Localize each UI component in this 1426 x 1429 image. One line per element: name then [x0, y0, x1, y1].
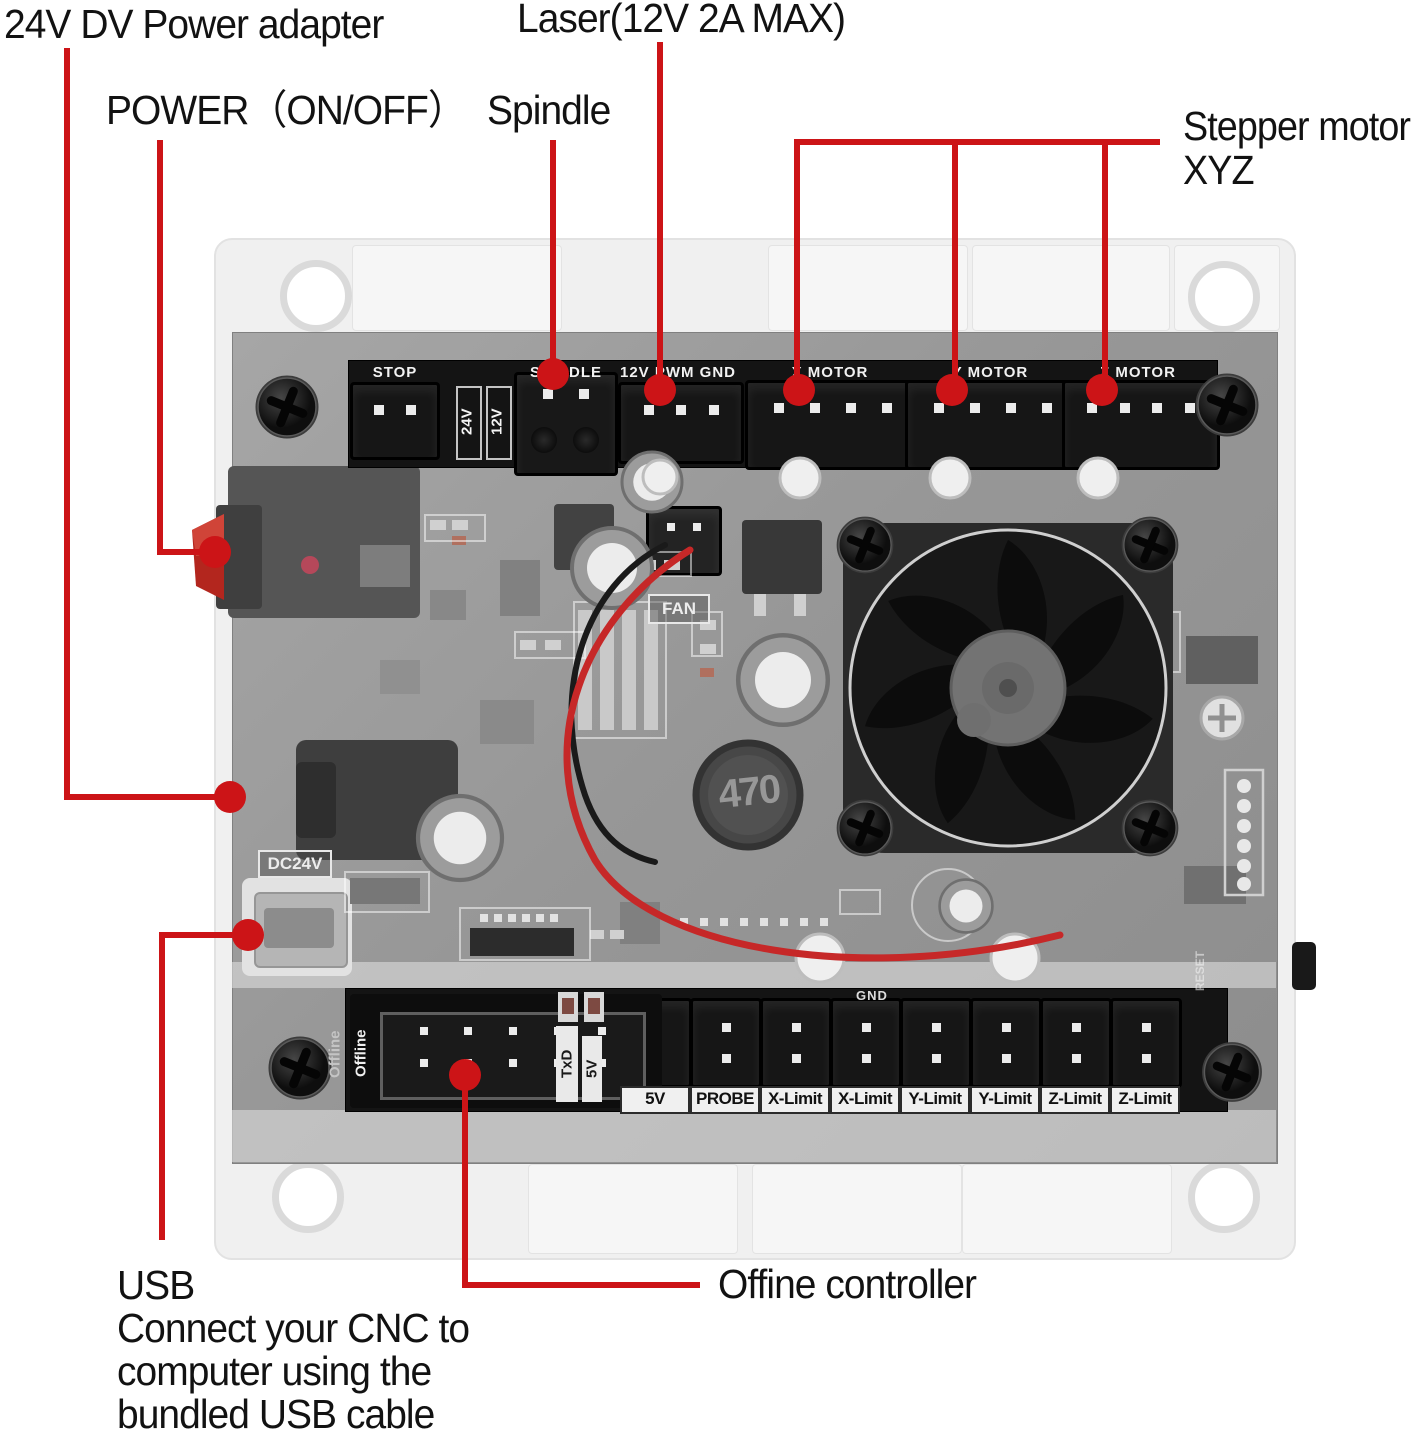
case-corner-hole — [1188, 261, 1260, 333]
connector-pins — [748, 403, 918, 413]
y-limit-connector — [970, 998, 1042, 1088]
connector-pins — [763, 1001, 829, 1085]
spindle-annotation: Spindle — [487, 87, 611, 133]
x-limit-connector — [760, 998, 832, 1088]
stepper-callout-line-x — [794, 139, 1160, 386]
case-tab — [528, 1164, 738, 1254]
case-ridge — [232, 1110, 1276, 1162]
x-motor-callout-dot — [783, 374, 815, 406]
connector-pins — [903, 1001, 969, 1085]
usb-annotation-line2: Connect your CNC to — [117, 1305, 470, 1351]
power-adapter-callout-line — [64, 48, 222, 800]
stop-connector — [350, 382, 440, 460]
txd-led — [558, 992, 578, 1022]
connector-pins — [649, 523, 719, 531]
header-footprint — [1223, 768, 1265, 897]
case-ridge — [232, 962, 1276, 988]
fan-connector — [646, 506, 722, 576]
power-switch-callout-line — [157, 140, 205, 555]
y-motor-connector — [905, 380, 1081, 470]
usb-port-slot — [264, 908, 334, 948]
connector-pins — [908, 403, 1078, 413]
fan-silk-label: FAN — [648, 594, 710, 624]
case-tab — [972, 245, 1170, 331]
terminal-screw — [531, 427, 557, 453]
case-corner-hole — [1188, 1161, 1260, 1233]
inductor-470 — [692, 739, 804, 851]
connector-pins — [1043, 1001, 1109, 1085]
usb-annotation-line1: USB — [117, 1262, 195, 1308]
usb-annotation-line4: bundled USB cable — [117, 1391, 435, 1429]
y-motor-callout-dot — [936, 374, 968, 406]
y-motor-label: Y MOTOR — [951, 364, 1029, 381]
stepper-annotation: Stepper motor XYZ — [1183, 103, 1411, 193]
connector-pins — [833, 1001, 899, 1085]
cooling-fan — [838, 518, 1177, 855]
fan-wires — [563, 542, 1064, 962]
z-limit-plate: Z-Limit — [1110, 1086, 1180, 1114]
x-motor-label: X MOTOR — [791, 364, 869, 381]
case-corner-hole — [280, 260, 352, 332]
y-limit-connector — [900, 998, 972, 1088]
trimpot — [1199, 695, 1245, 741]
case-tab — [768, 245, 968, 331]
spindle-callout-dot — [537, 358, 569, 390]
power-adapter-callout-dot — [214, 781, 246, 813]
offline-callout-line — [462, 1080, 700, 1288]
laser-header-label: 12V PWM GND — [619, 364, 736, 381]
connector-pins — [353, 405, 437, 415]
5v-led — [584, 992, 604, 1022]
usb-callout-dot — [232, 919, 264, 951]
power-switch-annotation: POWER（ON/OFF） — [106, 87, 467, 133]
x-limit-plate: X-Limit — [760, 1086, 830, 1114]
connector-pins — [621, 405, 741, 415]
connector-pins — [693, 1001, 759, 1085]
offline-annotation: Offine controller — [718, 1261, 977, 1307]
stop-label: STOP — [372, 364, 418, 381]
dc-barrel-jack-face — [296, 762, 336, 838]
y-limit-plate: Y-Limit — [970, 1086, 1040, 1114]
connector-pins — [1065, 403, 1217, 413]
z-motor-callout-dot — [1086, 374, 1118, 406]
5v-plate: 5V — [620, 1086, 690, 1114]
usb-annotation-line3: computer using the — [117, 1348, 432, 1394]
gnd-label: GND — [856, 988, 888, 1003]
power-led — [301, 556, 319, 574]
connector-pins — [1113, 1001, 1179, 1085]
stepper-annotation-line1: Stepper motor — [1183, 103, 1411, 149]
led-column-12v — [486, 386, 512, 460]
reset-button — [1292, 942, 1316, 990]
connector-pins — [517, 389, 615, 399]
terminal-screw — [573, 427, 599, 453]
laser-connector — [618, 382, 744, 464]
case-tab — [752, 1164, 962, 1254]
laser-callout-dot — [644, 374, 676, 406]
case-tab — [962, 1164, 1172, 1254]
usb-annotation: USB Connect your CNC to computer using t… — [117, 1262, 470, 1429]
laser-annotation: Laser(12V 2A MAX) — [517, 0, 846, 41]
usb-callout-line — [159, 932, 244, 1240]
dc24v-label: DC24V — [258, 850, 332, 878]
probe-plate: PROBE — [690, 1086, 760, 1114]
led-column-24v — [456, 386, 482, 460]
z-motor-label: Z MOTOR — [1100, 364, 1176, 381]
case-tab — [352, 245, 562, 331]
offline-callout-dot — [449, 1059, 481, 1091]
z-limit-plate: Z-Limit — [1040, 1086, 1110, 1114]
y-limit-plate: Y-Limit — [900, 1086, 970, 1114]
x-limit-plate: X-Limit — [830, 1086, 900, 1114]
case-corner-hole — [272, 1161, 344, 1233]
probe-connector — [690, 998, 762, 1088]
stepper-annotation-line2: XYZ — [1183, 147, 1255, 193]
power-adapter-annotation: 24V DV Power adapter — [4, 1, 384, 47]
power-switch-callout-dot — [199, 536, 231, 568]
connector-pins — [973, 1001, 1039, 1085]
